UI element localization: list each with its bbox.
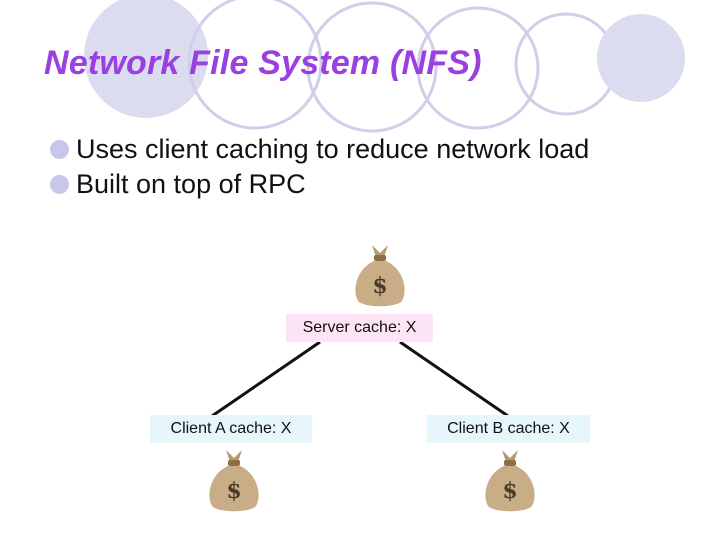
outline-circle-decoration	[306, 1, 438, 133]
server-to-client-a-line	[211, 340, 321, 418]
server-to-client-b-line	[399, 340, 509, 418]
bullet-text: Built on top of RPC	[76, 169, 306, 199]
bullet-list: Uses client caching to reduce network lo…	[50, 132, 589, 202]
client-b-cache-box: Client B cache: X	[427, 415, 590, 443]
client-a-cache-box: Client A cache: X	[150, 415, 312, 443]
filled-circle-decoration	[84, 0, 208, 118]
bullet-item: Uses client caching to reduce network lo…	[50, 132, 589, 167]
bullet-item: Built on top of RPC	[50, 167, 589, 202]
dollar-sign: $	[502, 478, 517, 504]
filled-circle-decoration	[597, 14, 685, 102]
dollar-sign: $	[226, 478, 241, 504]
outline-circle-decoration	[187, 0, 323, 130]
bullet-text: Uses client caching to reduce network lo…	[76, 134, 590, 164]
outline-circle-decoration	[416, 6, 540, 130]
bullet-dot-icon	[50, 175, 69, 194]
slide-title: Network File System (NFS)	[44, 44, 482, 82]
server-cache-box: Server cache: X	[286, 314, 433, 342]
client-a-money-bag-icon: $	[209, 450, 259, 512]
server-money-bag-icon: $	[355, 245, 405, 307]
client-b-money-bag-icon: $	[485, 450, 535, 512]
bullet-dot-icon	[50, 140, 69, 159]
dollar-sign: $	[372, 273, 387, 299]
